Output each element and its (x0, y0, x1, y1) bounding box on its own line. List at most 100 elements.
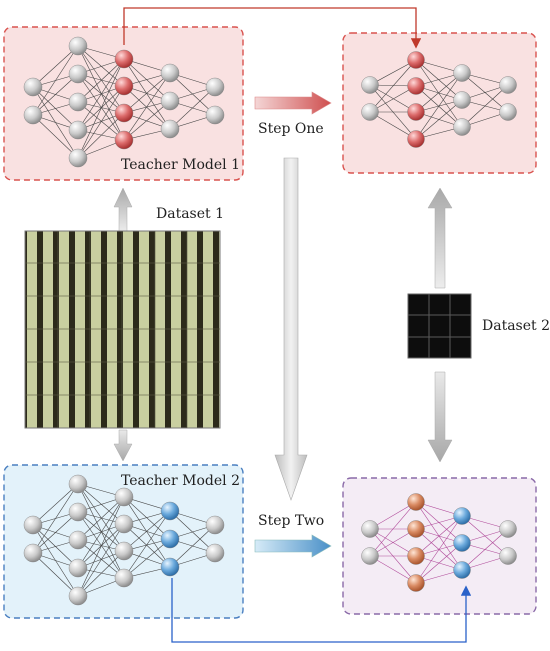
network-connection (77, 539, 125, 579)
network-connection (369, 111, 417, 140)
neuron-node (23, 515, 43, 535)
neuron-node (453, 118, 471, 136)
neuron-node (160, 119, 180, 139)
neuron-node (361, 103, 379, 121)
network-connection (369, 85, 417, 113)
network-connection (123, 496, 171, 568)
neuron-node (499, 547, 517, 565)
neuron-node (160, 557, 180, 577)
neuron-node (407, 51, 425, 69)
neuron-node (114, 568, 134, 588)
neuron-node (114, 541, 134, 561)
knowledge-transfer-line-red (123, 7, 422, 49)
network-connection (123, 496, 171, 540)
network-connection (32, 45, 79, 88)
teacher-model-1-label: Teacher Model 1 (121, 157, 241, 173)
network-connection (369, 59, 417, 86)
neuron-node (160, 529, 180, 549)
step-one-arrow (254, 91, 332, 115)
neuron-node (453, 534, 471, 552)
neuron-node (407, 103, 425, 121)
neuron-node (68, 36, 88, 56)
neuron-node (407, 547, 425, 565)
student-model-step-two-box (342, 477, 537, 615)
network-connection (123, 510, 171, 579)
network-connection (369, 555, 417, 584)
network-connection (77, 112, 125, 159)
neuron-node (114, 49, 134, 69)
network-connection (77, 58, 125, 103)
network-connection (123, 72, 171, 141)
dataset-1-down-arrow (113, 429, 133, 462)
teacher-model-2-label: Teacher Model 2 (121, 473, 241, 489)
neuron-node (407, 130, 425, 148)
network-connection (123, 100, 171, 141)
neuron-node (160, 63, 180, 83)
network-connection (77, 483, 125, 552)
network-connection (32, 45, 79, 116)
network-connection (123, 58, 171, 130)
neuron-node (361, 547, 379, 565)
network-connection (369, 59, 417, 113)
network-connection (169, 524, 216, 568)
dataset-1-label: Dataset 1 (156, 206, 224, 222)
network-connection (415, 515, 463, 584)
network-connection (32, 483, 79, 526)
neuron-node (68, 120, 88, 140)
network-connection (77, 45, 125, 141)
network-connection (77, 496, 125, 541)
network-connection (461, 84, 509, 128)
step-one-label: Step One (258, 121, 324, 137)
neuron-node (68, 586, 88, 606)
network-connection (77, 85, 125, 159)
teacher-model-1-network (23, 36, 225, 168)
neuron-node (361, 76, 379, 94)
neuron-node (114, 76, 134, 96)
neuron-node (453, 64, 471, 82)
dataset-1-up-arrow (113, 187, 133, 233)
neuron-node (205, 515, 225, 535)
network-connection (415, 59, 463, 101)
network-connection (415, 99, 463, 140)
network-connection (123, 58, 171, 102)
neuron-node (68, 558, 88, 578)
student-model-2-network (361, 493, 517, 592)
network-connection (32, 483, 79, 554)
teacher-model-2-network (23, 474, 225, 606)
network-connection (415, 59, 463, 128)
neuron-node (23, 77, 43, 97)
network-connection (77, 58, 125, 159)
neuron-node (205, 543, 225, 563)
neuron-node (361, 520, 379, 538)
neuron-node (453, 507, 471, 525)
knowledge-transfer-line-blue (171, 578, 472, 643)
network-connection (123, 85, 171, 130)
neuron-node (114, 103, 134, 123)
network-connection (415, 515, 463, 557)
network-connection (123, 510, 171, 552)
dataset-2-up-arrow (427, 187, 453, 289)
neuron-node (499, 520, 517, 538)
network-connection (32, 73, 79, 116)
network-connection (77, 550, 125, 597)
neuron-node (160, 91, 180, 111)
dataset-2-label: Dataset 2 (482, 318, 550, 334)
network-connection (461, 528, 509, 571)
neuron-node (453, 91, 471, 109)
network-connection (77, 496, 125, 597)
network-connection (77, 45, 125, 114)
network-connection (169, 86, 216, 130)
step-two-arrow (254, 534, 332, 558)
neuron-node (68, 148, 88, 168)
network-connection (123, 523, 171, 568)
network-connection (369, 528, 417, 557)
neuron-node (160, 501, 180, 521)
dataset-2-image (407, 293, 472, 359)
network-connection (369, 501, 417, 557)
neuron-node (407, 574, 425, 592)
network-connection (77, 511, 125, 552)
neuron-node (453, 561, 471, 579)
neuron-node (23, 543, 43, 563)
network-connection (77, 523, 125, 597)
